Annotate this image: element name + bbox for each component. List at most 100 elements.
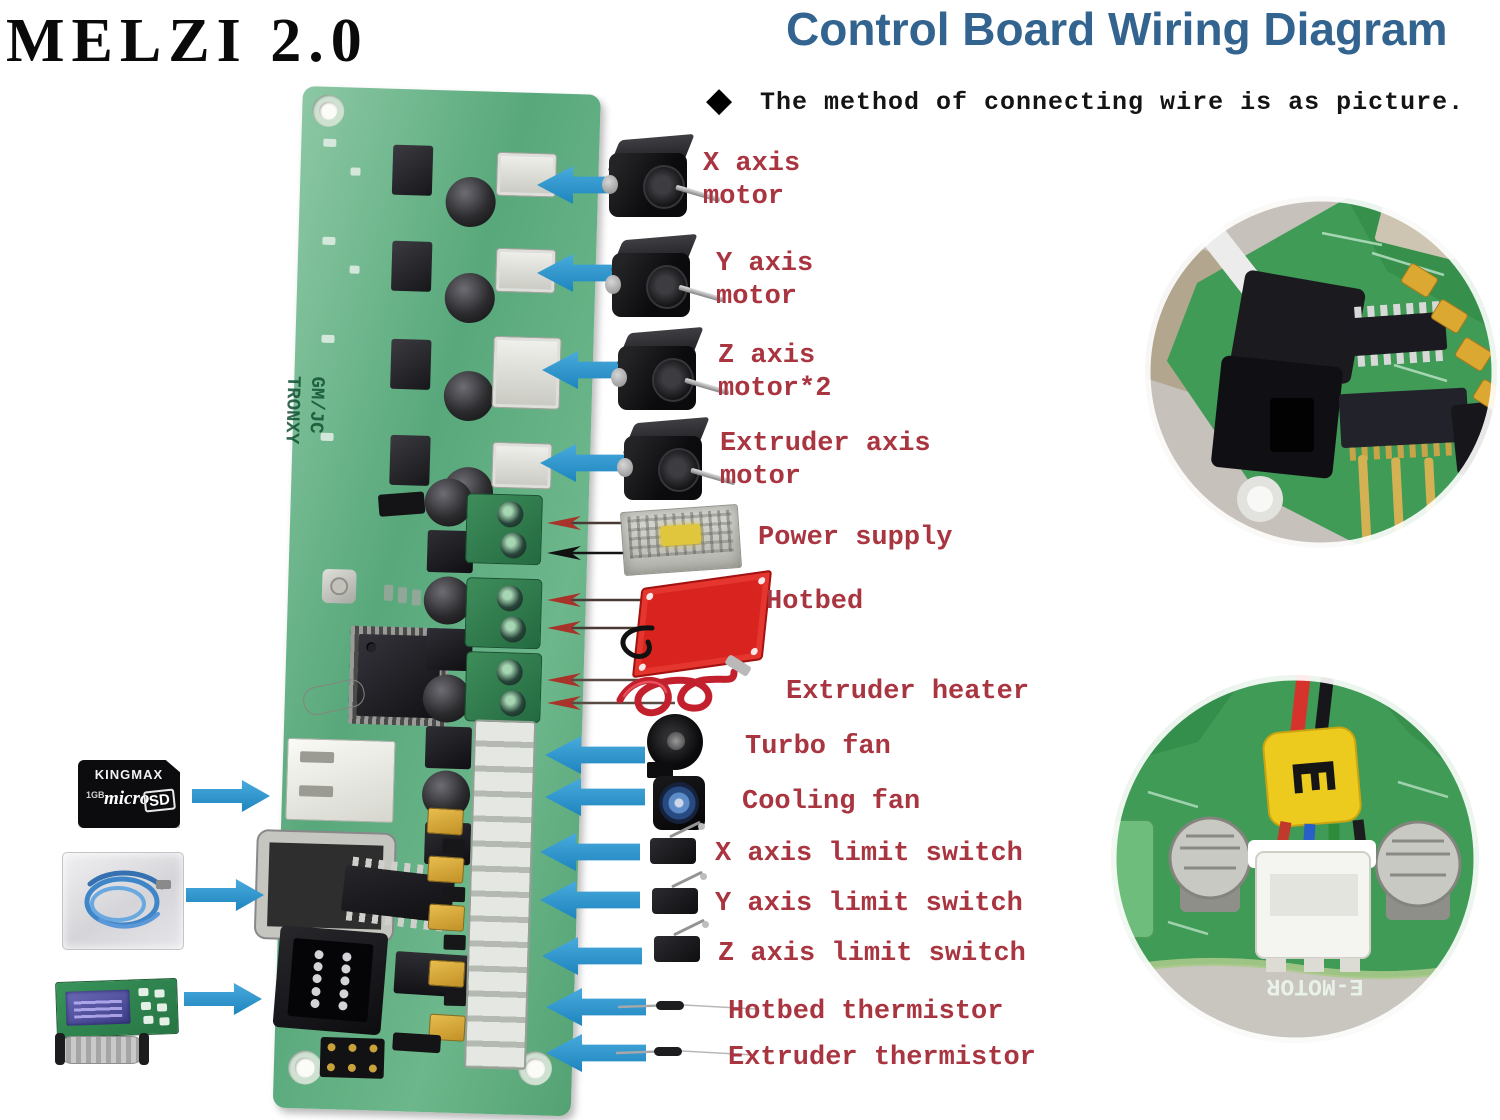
pcb-pad — [397, 587, 408, 604]
photo1-black-connector-upper — [1230, 270, 1366, 384]
lcd-module-image — [55, 977, 179, 1039]
capacitor — [444, 272, 496, 324]
sd-card-image: KINGMAX 1GB micro SD — [78, 760, 180, 828]
smd-component — [443, 934, 466, 951]
pcb-pad — [322, 236, 336, 246]
board-model-title: MELZI 2.0 — [6, 7, 369, 75]
photo2-port-silkscreen: E-MOTOR — [1266, 973, 1363, 999]
lcd-button — [140, 1001, 152, 1011]
label-hotbed: Hotbed — [766, 587, 864, 617]
label-z-axis-motor: Z axis motor*2 — [718, 341, 832, 404]
mounting-hole — [287, 1049, 323, 1085]
extruder-heater-image — [616, 655, 751, 717]
diagram-title: Control Board Wiring Diagram — [786, 3, 1448, 55]
sd-card-capacity: 1GB — [86, 790, 105, 800]
screw-terminal-hole — [500, 532, 527, 559]
z-limit-switch-image — [654, 921, 709, 962]
photo2-marker-letter: E — [1278, 755, 1346, 799]
reset-button — [321, 568, 357, 604]
mosfet — [424, 725, 473, 770]
photo-board-connector-closeup — [1142, 193, 1500, 551]
sd-card-brand: KINGMAX — [94, 767, 164, 782]
usb-cable-bag-image — [62, 852, 184, 950]
idc-pins — [300, 947, 361, 1013]
smd-component — [442, 838, 465, 855]
stepper-driver-chip — [391, 144, 434, 196]
pcb-pad — [411, 589, 422, 606]
mounting-hole — [311, 94, 345, 128]
screw-terminal-hole — [499, 616, 527, 643]
stepper-driver-chip — [390, 338, 432, 390]
smd-component — [442, 886, 466, 903]
photo2-yellow-marker: E — [1262, 726, 1362, 828]
sd-card-slot — [285, 737, 396, 823]
lcd-button — [159, 1017, 170, 1026]
capacitor — [444, 176, 497, 228]
hotbed-thermistor-image — [618, 1001, 756, 1010]
label-z-axis-limit-switch: Z axis limit switch — [718, 939, 1026, 969]
lcd-button — [143, 1015, 154, 1025]
pcb-pad — [349, 265, 360, 274]
pcb-pad — [383, 584, 394, 601]
z-axis-motor-image — [611, 326, 730, 422]
extruder-motor-connector — [491, 441, 553, 490]
note-text: The method of connecting wire is as pict… — [760, 88, 1465, 117]
arrow-sd-card — [192, 780, 270, 812]
label-extruder-axis-motor: Extruder axis motor — [720, 429, 931, 492]
y-axis-motor-image — [605, 233, 724, 329]
pcb-pad — [321, 334, 335, 344]
y-limit-switch-image — [652, 873, 707, 914]
screw-terminal-hole — [499, 690, 527, 717]
stepper-driver-chip — [389, 434, 431, 486]
screw-terminal-hole — [496, 584, 524, 612]
turbo-fan-image — [645, 712, 707, 778]
label-hotbed-thermistor: Hotbed thermistor — [728, 997, 1004, 1027]
label-turbo-fan: Turbo fan — [745, 732, 891, 762]
arrow-lcd-module — [184, 983, 262, 1015]
heater-terminal-block — [464, 651, 543, 724]
pcb-pad — [323, 138, 337, 148]
extruder-motor-image — [617, 416, 736, 512]
photo2-red-wire — [1290, 675, 1311, 737]
photo2-capacitor-left — [1168, 816, 1252, 912]
label-extruder-thermistor: Extruder thermistor — [728, 1043, 1036, 1073]
jumper-header — [392, 1032, 442, 1054]
screw-terminal-hole — [496, 659, 524, 686]
power-supply-image — [619, 503, 743, 577]
hotbed-wire — [620, 625, 655, 659]
label-cooling-fan: Cooling fan — [742, 787, 921, 817]
smd-component — [443, 990, 467, 1007]
idc-lcd-header — [272, 924, 389, 1036]
stepper-driver-chip — [390, 240, 433, 292]
screw-terminal-hole — [497, 500, 524, 528]
photo-emotor-plug-closeup: E E-MOTOR — [1108, 672, 1482, 1046]
pcb-pad — [350, 167, 361, 176]
lcd-screen — [65, 989, 131, 1026]
jumper-header — [377, 491, 426, 517]
label-x-axis-limit-switch: X axis limit switch — [715, 839, 1023, 869]
power-terminal-block — [464, 493, 543, 566]
label-y-axis-limit-switch: Y axis limit switch — [715, 889, 1023, 919]
capacitor — [443, 370, 495, 422]
fuse — [427, 903, 466, 932]
label-x-axis-motor: X axis motor — [703, 149, 801, 212]
fuse — [427, 855, 465, 884]
usb-cable-image — [84, 870, 171, 929]
extruder-thermistor-image — [616, 1047, 754, 1056]
x-limit-switch-image — [650, 823, 705, 864]
label-extruder-heater: Extruder heater — [786, 677, 1030, 707]
label-y-axis-motor: Y axis motor — [716, 249, 814, 312]
hotbed-terminal-block — [464, 577, 543, 650]
arrow-usb-cable — [186, 879, 264, 911]
endstop-fan-pin-connectors — [463, 719, 537, 1071]
photo2-white-connector — [1248, 840, 1376, 972]
fuse — [426, 807, 465, 836]
photo1-yellow-capacitors — [1401, 263, 1497, 414]
diamond-bullet-icon: ◆ — [706, 81, 733, 119]
label-power-supply: Power supply — [758, 523, 953, 553]
sd-card-sd-logo: SD — [142, 788, 176, 813]
lcd-button — [156, 1003, 168, 1012]
x-axis-motor-image — [602, 133, 721, 229]
lcd-button — [154, 989, 165, 998]
